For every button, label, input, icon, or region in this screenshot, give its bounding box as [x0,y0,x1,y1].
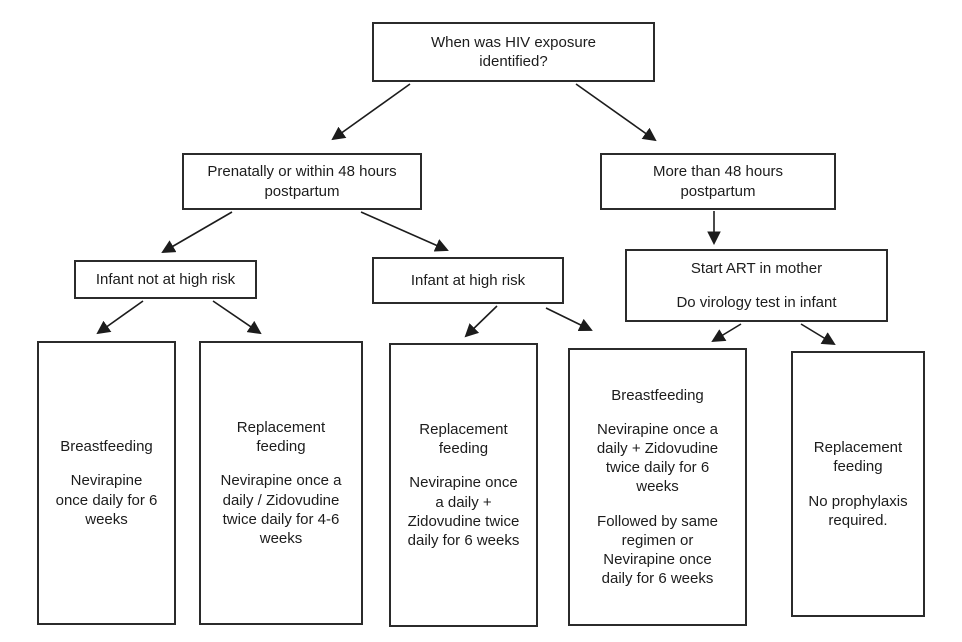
edge-infant-high-risk-to-breastfeeding-late [545,307,593,332]
node-text: Prenatally or within 48 hours postpartum [207,163,397,200]
edge-infant-not-high-risk-to-replacement-low-risk [212,300,262,335]
node-early-exposure: Prenatally or within 48 hours postpartum [182,153,422,210]
node-text: Do virology test in infant [676,294,837,311]
node-breastfeeding-late: Breastfeeding Nevirapine once a daily + … [568,348,747,626]
node-text: When was HIV exposure identified? [430,33,597,70]
node-text: Replacement feeding [236,418,326,456]
node-text: Start ART in mother [690,259,823,277]
node-text: Nevirapine once daily for 6 weeks [55,472,158,528]
node-start-art: Start ART in mother Do virology test in … [625,249,888,322]
edge-infant-not-high-risk-to-breastfeeding-low-risk [96,300,144,335]
node-text: Nevirapine once a daily + Zidovudine twi… [596,420,719,496]
edge-infant-high-risk-to-replacement-high-risk [464,305,498,338]
edge-early-exposure-to-infant-high-risk [360,211,449,252]
edge-start-art-to-replacement-late [800,323,836,346]
node-text: Replacement feeding [419,420,508,458]
node-text: Nevirapine once a daily / Zidovudine twi… [220,472,342,547]
node-text: Infant at high risk [410,271,526,289]
node-infant-high-risk: Infant at high risk [372,257,564,304]
node-text: Breastfeeding [611,386,704,404]
node-replacement-low-risk: Replacement feeding Nevirapine once a da… [199,341,363,625]
node-infant-not-high-risk: Infant not at high risk [74,260,257,299]
node-breastfeeding-low-risk: Breastfeeding Nevirapine once daily for … [37,341,176,625]
node-text: No prophylaxis required. [808,492,908,529]
node-text: Nevirapine once a daily + Zidovudine twi… [407,474,520,549]
node-text: Followed by same regimen or Nevirapine o… [597,512,718,588]
node-text: Replacement feeding [813,439,903,476]
node-replacement-high-risk: Replacement feeding Nevirapine once a da… [389,343,538,627]
edge-root-to-late-exposure [575,83,657,142]
edge-early-exposure-to-infant-not-high-risk [161,211,233,254]
edge-start-art-to-breastfeeding-late [711,323,742,343]
node-text: More than 48 hours postpartum [652,163,784,200]
node-text: Infant not at high risk [95,270,236,288]
edge-root-to-early-exposure [331,83,411,141]
node-late-exposure: More than 48 hours postpartum [600,153,836,210]
node-hiv-exposure-question: When was HIV exposure identified? [372,22,655,82]
node-text: Breastfeeding [60,438,153,456]
node-replacement-late: Replacement feeding No prophylaxis requi… [791,351,925,617]
